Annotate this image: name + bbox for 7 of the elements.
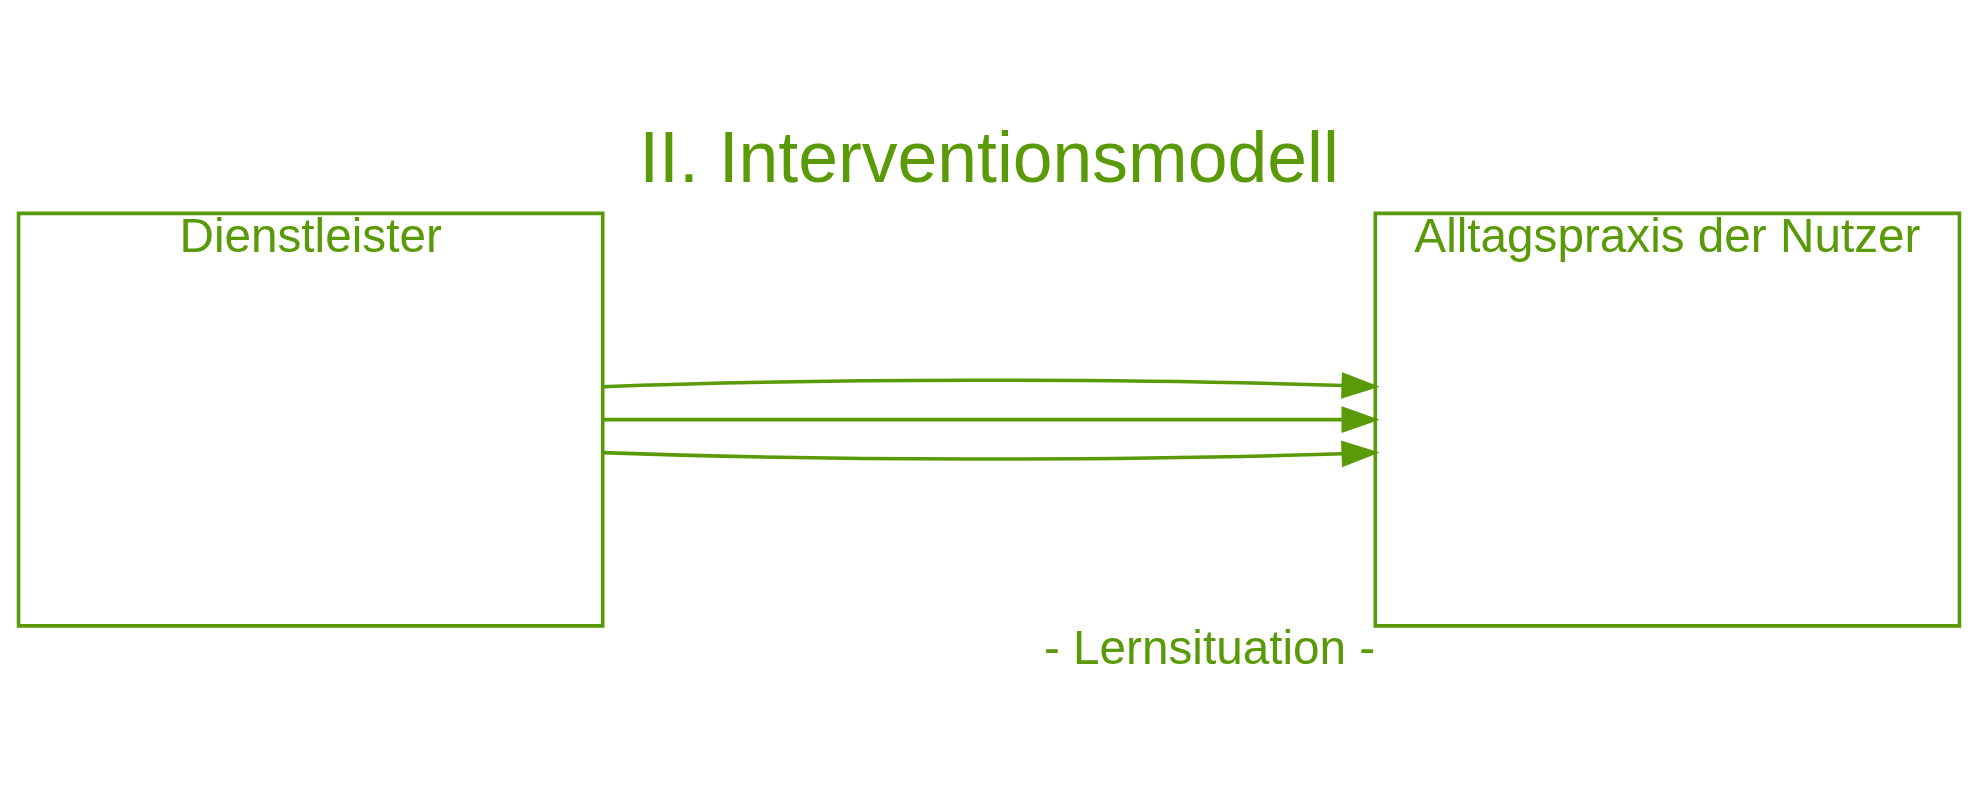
arrow: [602, 439, 1380, 467]
node-label: - Lernsituation -: [1043, 620, 1375, 674]
diagram-title: II. Interventionsmodell: [638, 116, 1339, 197]
arrow: [602, 371, 1380, 399]
node-box: Dienstleister: [16, 211, 604, 628]
arrow: [602, 405, 1380, 433]
node-box: Alltagspraxis der Nutzer: [1373, 211, 1961, 628]
